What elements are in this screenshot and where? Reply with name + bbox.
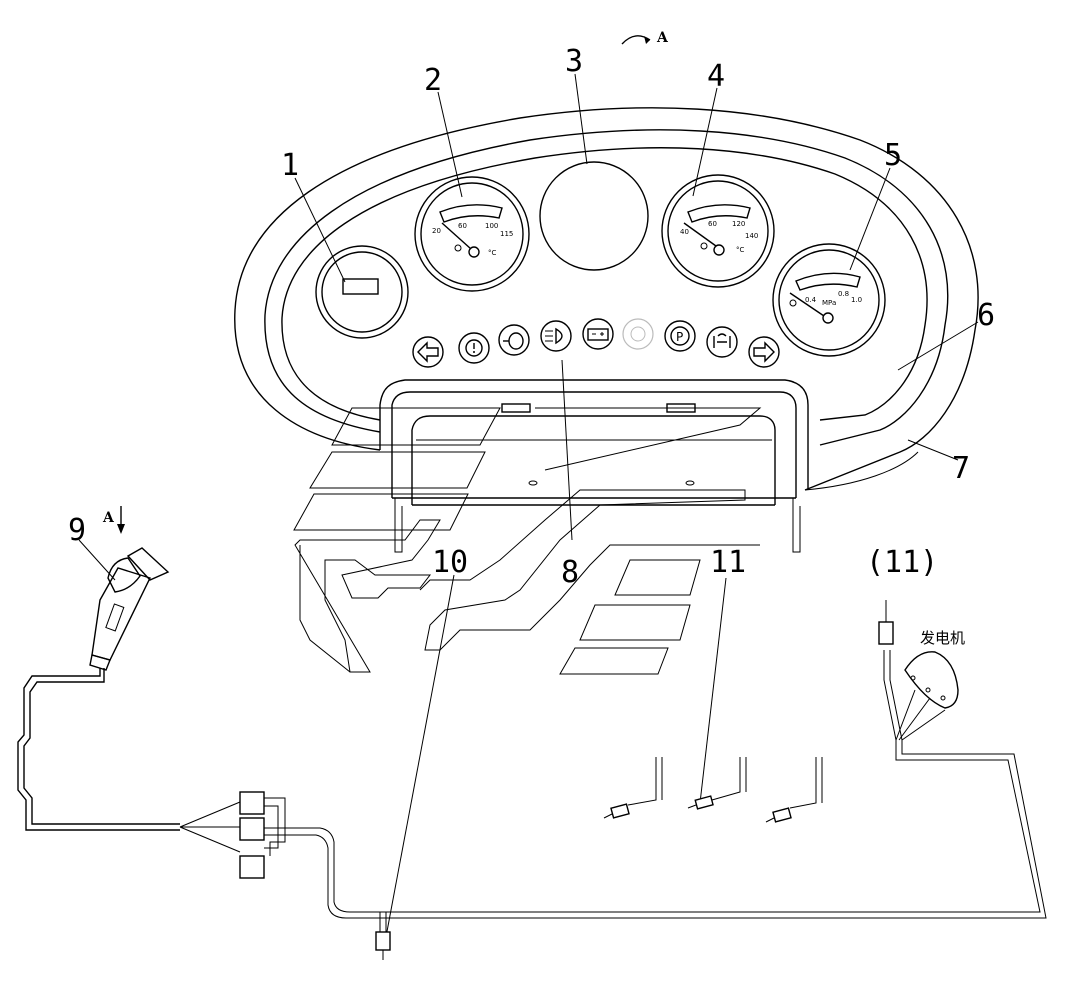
gauge-2-tick-20: 20 bbox=[432, 227, 441, 235]
brake-warning-lamp-icon bbox=[458, 332, 490, 364]
wiring-harness bbox=[17, 600, 1047, 960]
view-a-pedal-label: A bbox=[102, 510, 115, 526]
callout-11-ref: (11) bbox=[866, 545, 938, 580]
callout-7: 7 bbox=[952, 451, 970, 486]
sensor-connector-10 bbox=[375, 931, 391, 960]
callout-6: 6 bbox=[977, 298, 995, 333]
right-turn-lamp-icon bbox=[748, 336, 780, 368]
callout-leaders bbox=[78, 73, 979, 943]
parking-brake-lamp-icon: P bbox=[664, 320, 696, 352]
dashboard-pedestal bbox=[379, 379, 809, 553]
callout-3: 3 bbox=[565, 44, 583, 79]
gauge-2-tick-100: 100 bbox=[485, 222, 498, 230]
view-a-top-label: A bbox=[656, 30, 669, 46]
callout-2: 2 bbox=[424, 63, 442, 98]
water-temperature-gauge: 20 60 100 115 °C bbox=[414, 176, 530, 292]
coolant-symbol-icon bbox=[454, 244, 462, 252]
gauge-2-tick-60: 60 bbox=[458, 222, 467, 230]
callout-numbers: 1 2 3 4 5 6 7 8 9 10 11 (11) bbox=[68, 44, 995, 590]
callout-5: 5 bbox=[884, 138, 902, 173]
sensor-connector-3 bbox=[765, 807, 792, 823]
oil-temperature-gauge: 40 60 120 140 °C bbox=[661, 174, 775, 288]
generator-label: 发电机 bbox=[920, 629, 965, 647]
oil-symbol-icon bbox=[700, 242, 708, 250]
sensor-connector-2 bbox=[687, 795, 714, 810]
harness-tray-outline bbox=[293, 407, 762, 675]
callout-11: 11 bbox=[710, 545, 746, 580]
indicator-lamp-row: P bbox=[412, 318, 780, 368]
gauge-4-unit: °C bbox=[736, 246, 745, 254]
sensor-connector-1 bbox=[603, 803, 630, 819]
pressure-gauge: 0.4 MPa 0.8 1.0 bbox=[772, 243, 886, 357]
gauge-2-unit: °C bbox=[488, 249, 497, 257]
callout-4: 4 bbox=[707, 59, 725, 94]
gauge-5-tick-08: 0.8 bbox=[838, 290, 849, 298]
brake-pedal-switch bbox=[89, 547, 170, 671]
gauge-4-tick-40: 40 bbox=[680, 228, 689, 236]
dashboard-housing bbox=[234, 107, 979, 491]
callout-10: 10 bbox=[432, 545, 468, 580]
callout-9: 9 bbox=[68, 513, 86, 548]
speedometer-gauge bbox=[539, 161, 649, 271]
transmission-lamp-icon bbox=[706, 326, 738, 358]
headlight-lamp-icon bbox=[540, 320, 572, 352]
gauge-5-tick-10: 1.0 bbox=[851, 296, 862, 304]
gauge-4-tick-140: 140 bbox=[745, 232, 758, 240]
preheat-lamp-icon bbox=[622, 318, 654, 350]
generator: 发电机 bbox=[904, 629, 965, 709]
generator-sensor-connector bbox=[878, 600, 894, 645]
gauge-5-unit: MPa bbox=[822, 299, 836, 307]
view-a-indicators: A A bbox=[102, 30, 669, 534]
oil-pressure-lamp-icon bbox=[498, 324, 530, 356]
callout-8: 8 bbox=[561, 555, 579, 590]
gauge-5-tick-04: 0.4 bbox=[805, 296, 817, 304]
hour-meter-gauge bbox=[315, 245, 409, 339]
left-turn-lamp-icon bbox=[412, 336, 444, 368]
pressure-symbol-icon bbox=[789, 299, 797, 307]
callout-1: 1 bbox=[281, 148, 299, 183]
battery-lamp-icon bbox=[582, 318, 614, 350]
gauge-4-tick-60: 60 bbox=[708, 220, 717, 228]
gauge-4-tick-120: 120 bbox=[732, 220, 745, 228]
svg-text:P: P bbox=[676, 330, 683, 344]
gauge-2-tick-115: 115 bbox=[500, 230, 513, 238]
connector-block bbox=[239, 740, 1047, 919]
